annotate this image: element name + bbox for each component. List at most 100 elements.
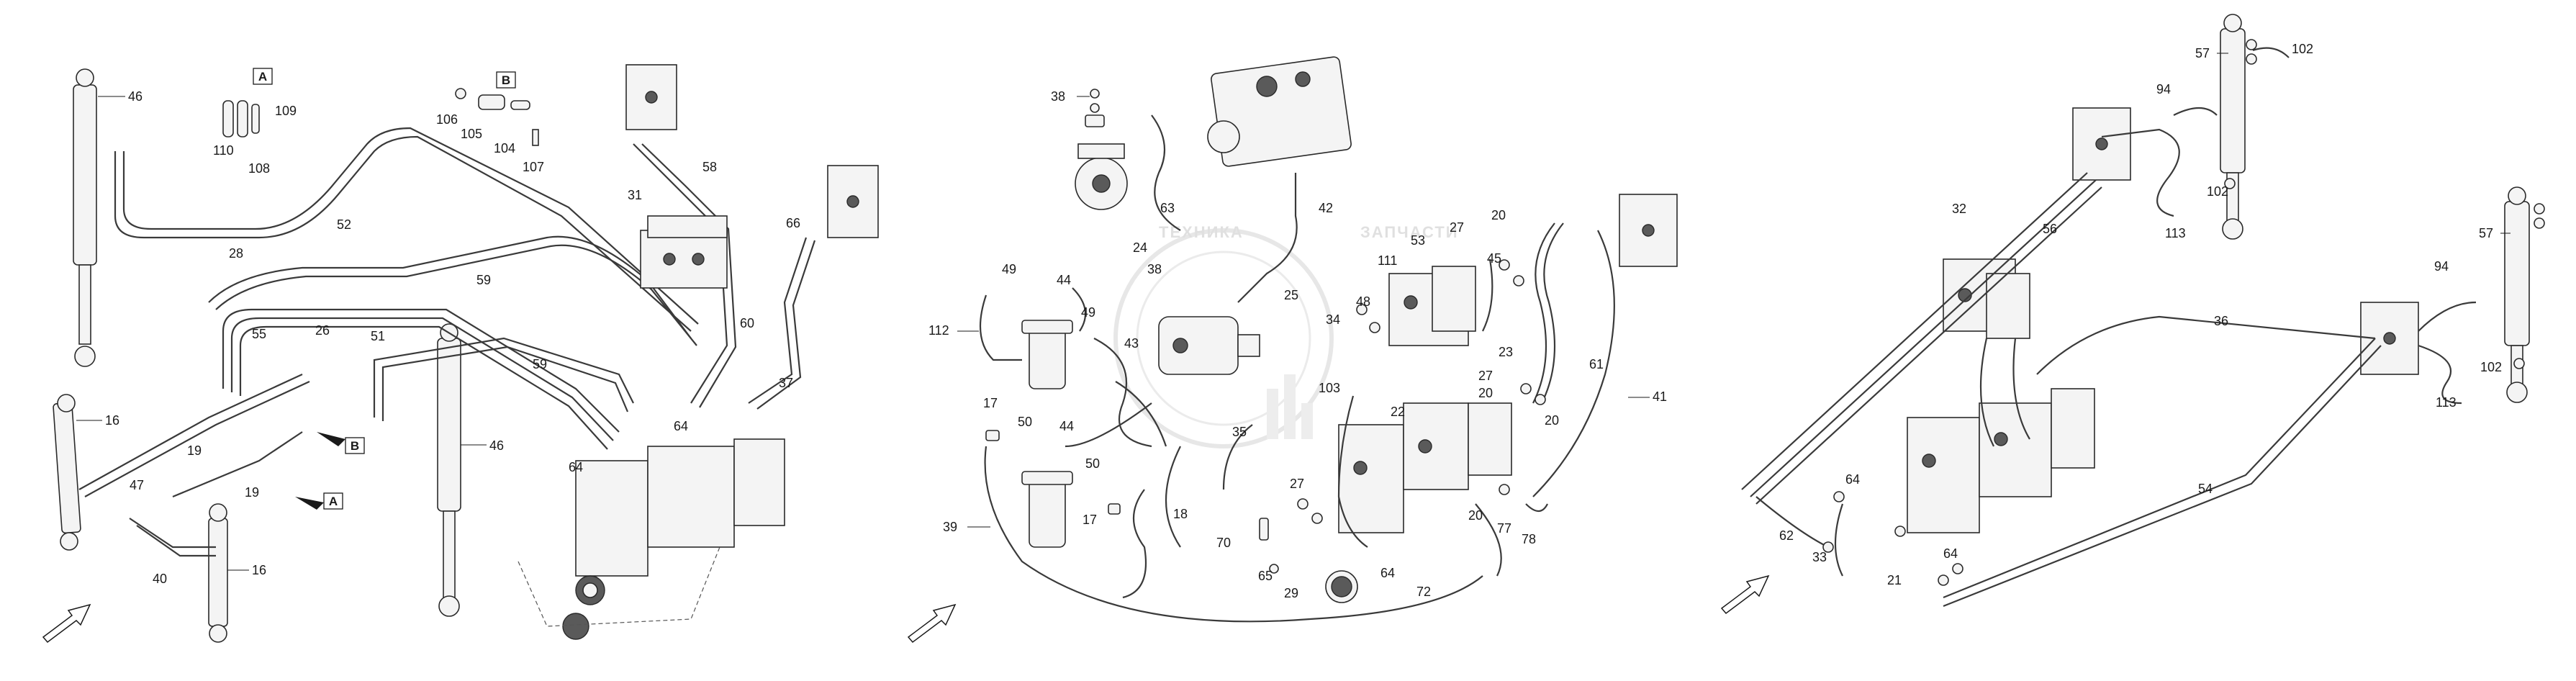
- svg-text:A: A: [329, 495, 338, 508]
- callout: 51: [371, 329, 385, 343]
- cylinder-16-lower: [208, 503, 228, 643]
- cylinder-46-top: [73, 68, 97, 367]
- callout: 56: [2043, 222, 2057, 236]
- cylinder-46-center: [437, 323, 461, 617]
- callout: 64: [1380, 566, 1395, 580]
- callout: 78: [1522, 532, 1536, 546]
- callout: 57: [2479, 226, 2493, 240]
- callout: 40: [153, 572, 167, 586]
- fittings-middle: [985, 89, 1546, 603]
- callout: 50: [1085, 456, 1100, 471]
- callout: 28: [229, 246, 243, 261]
- callout: 70: [1216, 536, 1231, 550]
- fittings-right: [1822, 39, 2545, 586]
- callout: 103: [1319, 381, 1340, 395]
- box-label-a-top: A: [253, 68, 273, 85]
- middle-callouts: 38 63 24 42 27 20 111 53 49 44 38 25 34 …: [928, 89, 1667, 600]
- callout: 60: [740, 316, 754, 330]
- callout: 44: [1059, 419, 1074, 433]
- callout: 48: [1356, 294, 1370, 309]
- direction-arrow-middle: [907, 603, 957, 644]
- callout: 59: [533, 357, 547, 371]
- callout: 111: [1378, 253, 1397, 268]
- callout: 46: [128, 89, 143, 104]
- callout: 64: [674, 419, 688, 433]
- callout: 34: [1326, 312, 1340, 327]
- callout: 53: [1411, 233, 1425, 248]
- callout: 58: [702, 160, 717, 174]
- callout: 107: [523, 160, 544, 174]
- callout: 38: [1051, 89, 1065, 104]
- callout: 24: [1133, 240, 1147, 255]
- watermark: ТЕХНИКА ЗАПЧАСТИ: [1113, 223, 1458, 448]
- filter-44-upper: [1021, 320, 1073, 389]
- callout: 22: [1391, 405, 1405, 419]
- svg-text:A: A: [258, 70, 267, 84]
- small-parts-a: [222, 100, 260, 137]
- callout: 64: [1845, 472, 1860, 487]
- callout: 29: [1284, 586, 1298, 600]
- cylinder-57-right: [2504, 186, 2530, 403]
- callout: 38: [1147, 262, 1162, 276]
- callout: 39: [943, 520, 957, 534]
- callout: 27: [1478, 369, 1493, 383]
- callout: 102: [2207, 184, 2228, 199]
- callout: 25: [1284, 288, 1298, 302]
- callout: 16: [105, 413, 119, 428]
- valve-stack-lower: [518, 438, 785, 640]
- filter-44-lower: [1021, 471, 1073, 548]
- callout: 64: [1943, 546, 1958, 561]
- callout: 17: [983, 396, 998, 410]
- callout: 72: [1416, 585, 1431, 599]
- callout: 105: [461, 127, 482, 141]
- callout: 37: [779, 376, 793, 390]
- callout: 112: [928, 323, 949, 338]
- callout: 46: [489, 438, 504, 453]
- callout: 43: [1124, 336, 1139, 351]
- callout: 49: [1002, 262, 1016, 276]
- callout: 66: [786, 216, 800, 230]
- bracket-top: [625, 64, 677, 130]
- right-callouts: 57 102 94 32 56 102 113 36 57 94 102 113…: [1779, 42, 2511, 587]
- callout: 113: [2436, 395, 2457, 410]
- callout: 41: [1653, 389, 1667, 404]
- callout: 50: [1018, 415, 1032, 429]
- callout: 54: [2198, 482, 2213, 496]
- left-callouts: 46 110 108 109 52 106 105 104 107 31 58 …: [76, 89, 800, 586]
- valve-stack-right-upper: [1943, 258, 2030, 339]
- callout: 64: [569, 460, 583, 474]
- cylinder-16-left: [53, 394, 81, 551]
- callout: 36: [2214, 314, 2228, 328]
- valve-stack-53: [1388, 266, 1476, 346]
- svg-text:B: B: [502, 73, 510, 87]
- callout: 109: [275, 104, 297, 118]
- callout: 77: [1497, 521, 1511, 536]
- callout: 61: [1589, 357, 1604, 371]
- callout: 102: [2480, 360, 2502, 374]
- svg-text:B: B: [351, 439, 359, 453]
- callout: 20: [1468, 508, 1483, 523]
- box-label-a-mid: A: [295, 492, 343, 510]
- small-parts-b: [455, 88, 539, 146]
- bracket-right-top: [2072, 107, 2131, 181]
- callout: 59: [476, 273, 491, 287]
- callout: 108: [248, 161, 270, 176]
- callout: 16: [252, 563, 266, 577]
- filter-upper: [1075, 143, 1128, 210]
- box-label-b-mid: B: [317, 432, 365, 454]
- callout: 31: [628, 188, 642, 202]
- callout: 32: [1952, 202, 1966, 216]
- callout: 45: [1487, 251, 1501, 266]
- callout: 26: [315, 323, 330, 338]
- gear-pump-43: [1158, 316, 1260, 375]
- watermark-line1: ТЕХНИКА: [1159, 223, 1244, 241]
- callout: 35: [1232, 425, 1247, 439]
- direction-arrow-left: [42, 603, 91, 644]
- middle-panel: 38 63 24 42 27 20 111 53 49 44 38 25 34 …: [907, 56, 1678, 644]
- left-panel: A B B A 46 110 108 109 52 106 105: [42, 64, 879, 644]
- callout: 33: [1812, 550, 1827, 564]
- valve-stack-right-lower: [1907, 388, 2095, 533]
- callout: 20: [1545, 413, 1559, 428]
- callout: 94: [2156, 82, 2171, 96]
